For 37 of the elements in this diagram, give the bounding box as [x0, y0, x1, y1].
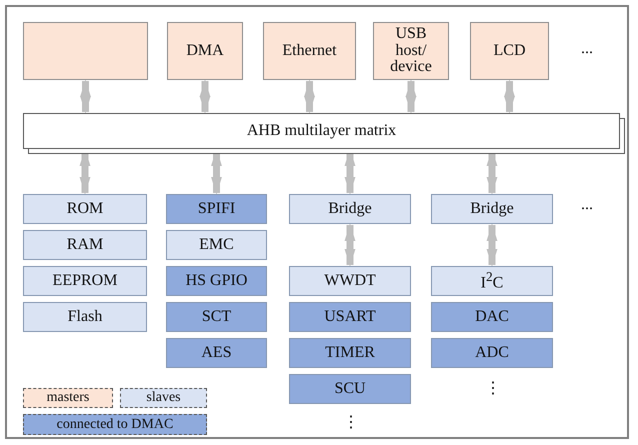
- slave-box: TIMER: [289, 338, 411, 368]
- slave-box: Flash: [23, 302, 147, 332]
- slave-box: SPIFI: [166, 194, 267, 224]
- slave-box: ROM: [23, 194, 147, 224]
- double-arrow: [200, 80, 210, 114]
- slave-box: USART: [289, 302, 411, 332]
- ellipsis: ...: [581, 40, 593, 58]
- master-box: LCD: [470, 22, 549, 80]
- slave-box: AES: [166, 338, 267, 368]
- slave-box: EMC: [166, 230, 267, 260]
- master-box: DMA: [167, 22, 243, 80]
- double-arrow: [406, 80, 416, 114]
- double-arrow: [80, 80, 91, 114]
- slave-box: DAC: [431, 302, 553, 332]
- slave-box: ADC: [431, 338, 553, 368]
- ellipsis: ...: [581, 196, 593, 214]
- master-box: [23, 22, 148, 80]
- double-arrow: [504, 80, 515, 114]
- double-arrow: [486, 224, 498, 266]
- bridge-box: Bridge: [289, 194, 411, 224]
- vertical-ellipsis: ⋮: [485, 379, 501, 398]
- master-box: Ethernet: [263, 22, 356, 80]
- slave-box: HS GPIO: [166, 266, 267, 296]
- slave-box: SCT: [166, 302, 267, 332]
- vertical-ellipsis: ⋮: [343, 413, 359, 432]
- slave-box: WWDT: [289, 266, 411, 296]
- legend-swatch: slaves: [120, 388, 207, 408]
- legend-swatch: connected to DMAC: [23, 414, 207, 435]
- bridge-box: Bridge: [431, 194, 553, 224]
- master-box: USB host/ device: [373, 22, 449, 80]
- slave-box: SCU: [289, 374, 411, 404]
- slave-box: EEPROM: [23, 266, 147, 296]
- slave-box: RAM: [23, 230, 147, 260]
- legend-swatch: masters: [23, 388, 113, 408]
- slave-box: I$^{2}$C: [431, 266, 553, 296]
- double-arrow: [344, 224, 356, 266]
- double-arrow: [304, 80, 315, 114]
